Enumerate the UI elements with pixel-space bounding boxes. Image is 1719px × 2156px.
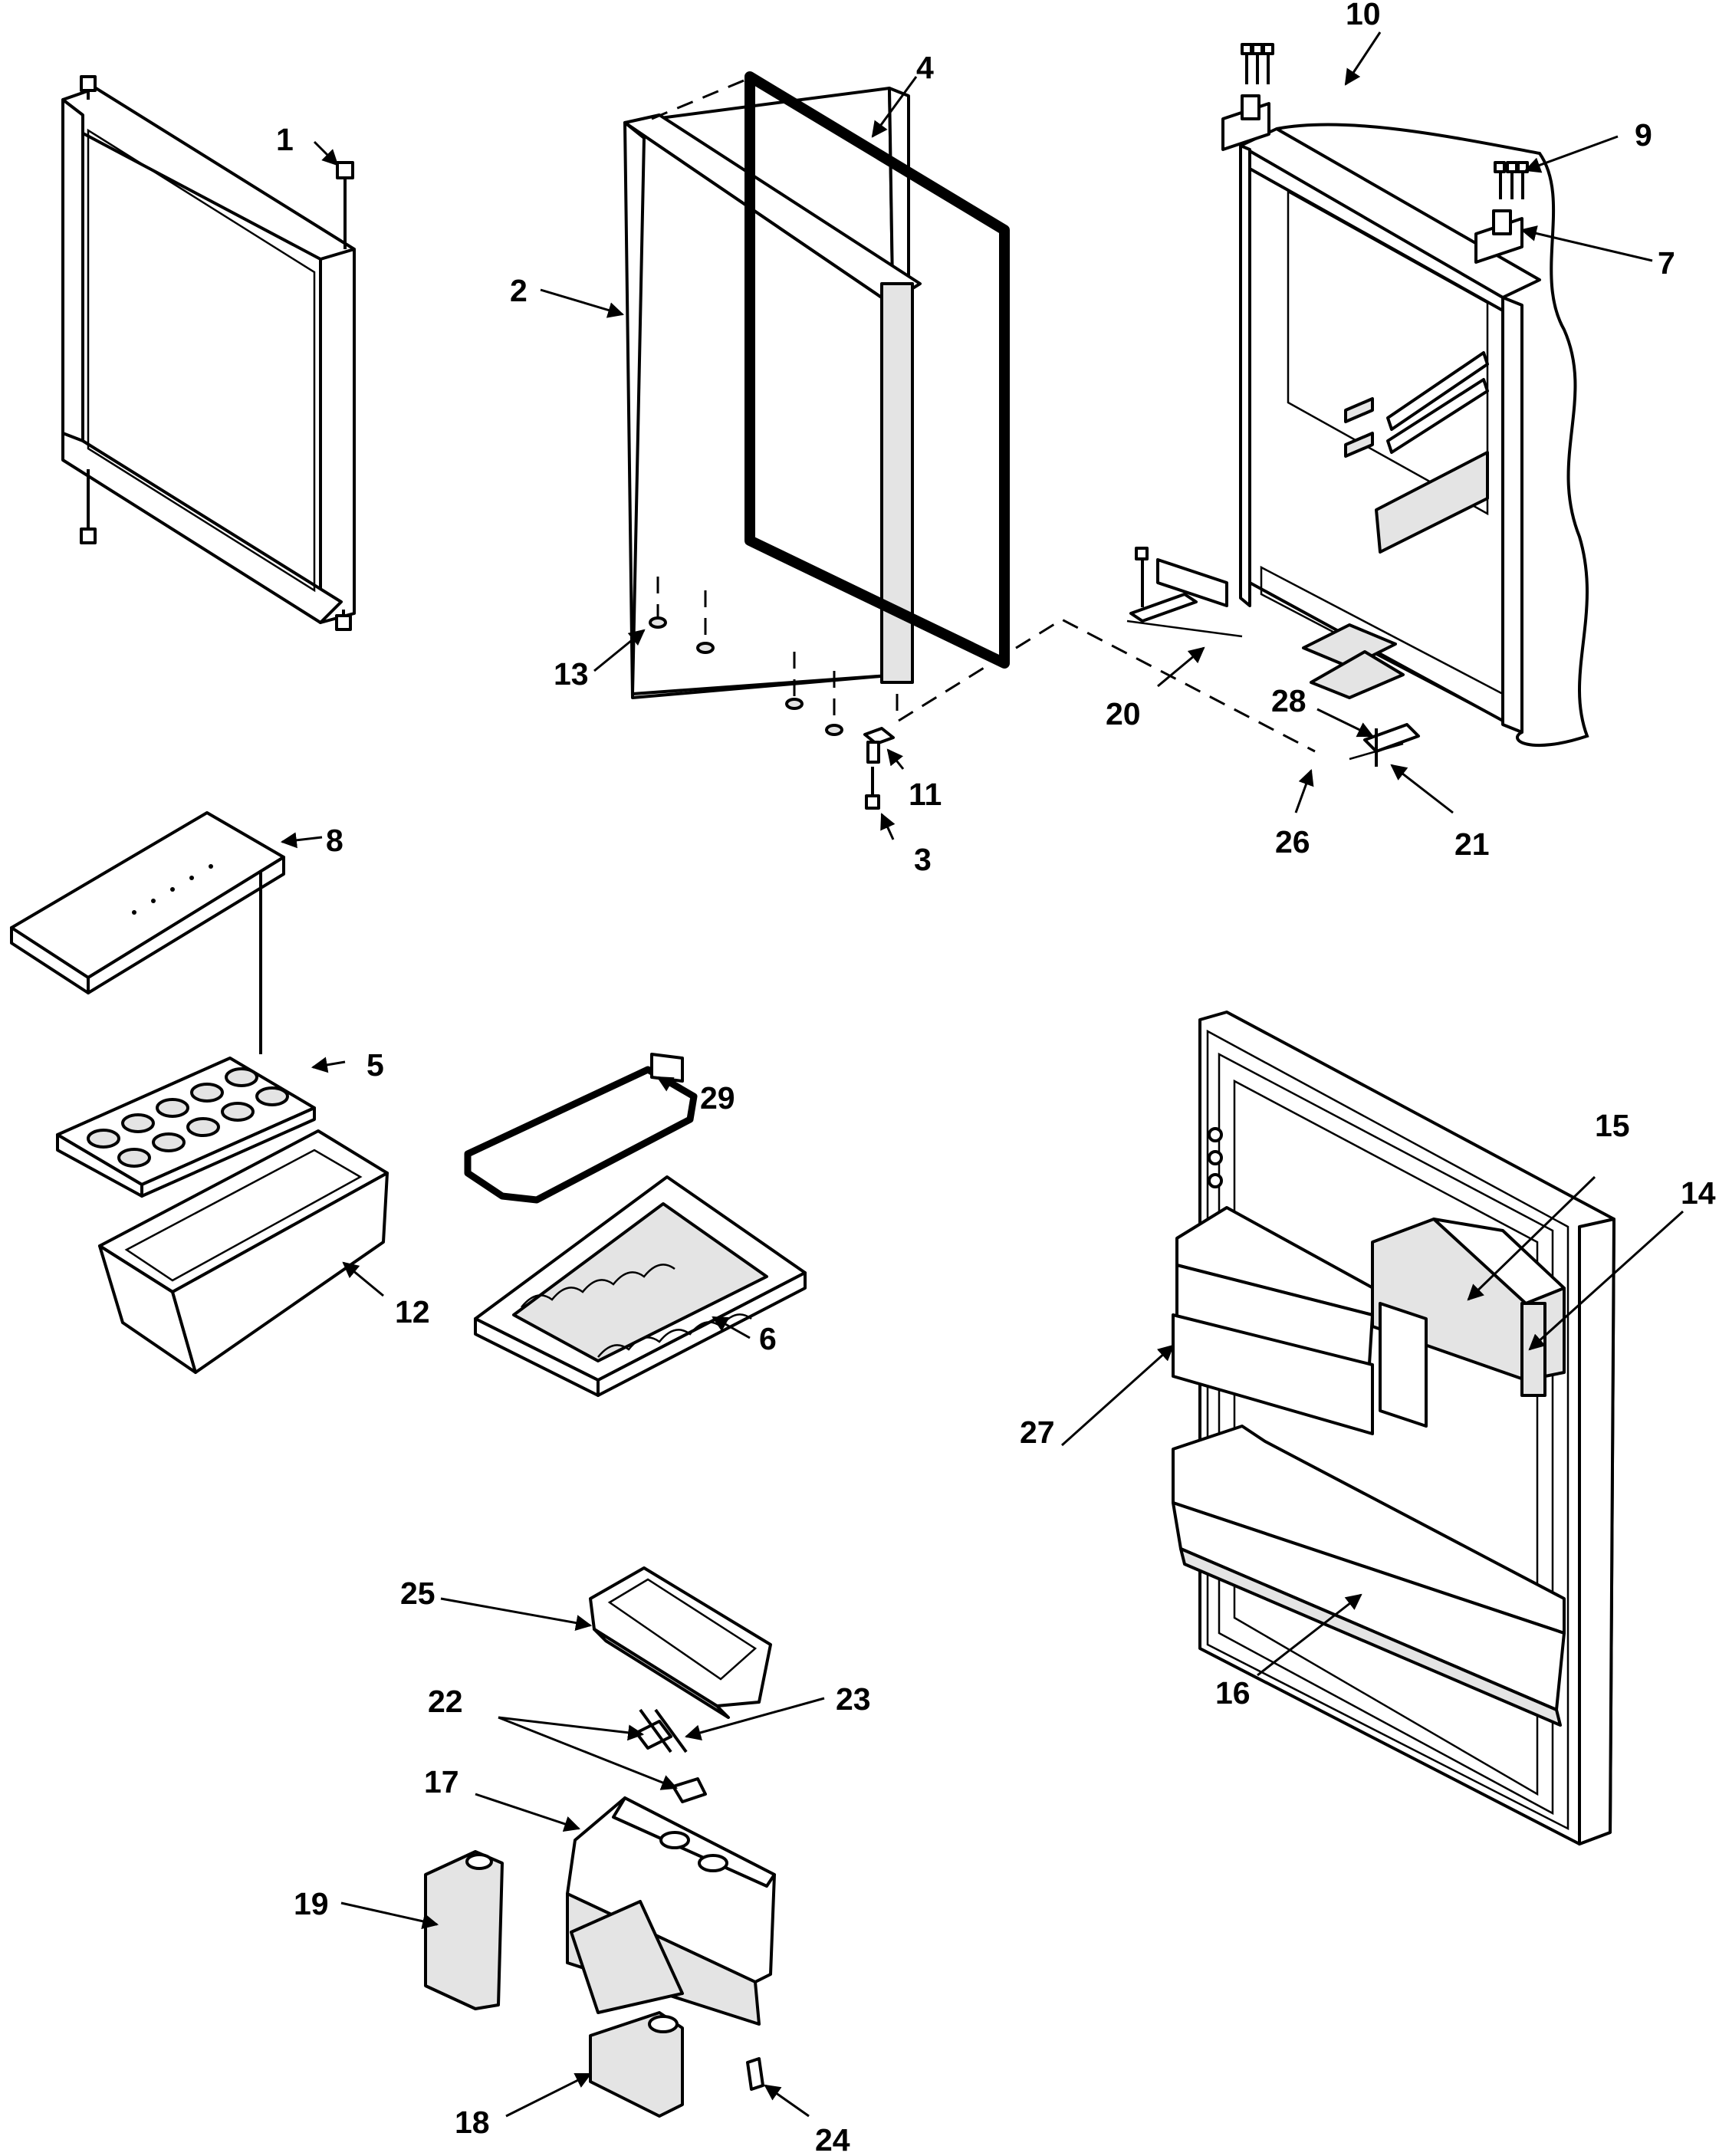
callout-10: 10 [1346, 0, 1381, 31]
leader-7 [1520, 225, 1653, 262]
door-bar-part [464, 1053, 698, 1204]
callout-11: 11 [909, 777, 942, 812]
dairy-hinge-part [1520, 1302, 1546, 1397]
frame-screw-bottom-left [80, 469, 97, 544]
leader-1 [313, 140, 339, 166]
shelf-cover-part [10, 811, 285, 1054]
egg-shelf-part [474, 1175, 807, 1397]
callout-3: 3 [914, 842, 932, 877]
leader-22b [498, 1716, 678, 1790]
callout-14: 14 [1681, 1175, 1716, 1211]
leader-12 [342, 1261, 384, 1297]
leader-18 [505, 2072, 592, 2118]
door-hinge-bottom [863, 727, 895, 810]
leader-2 [540, 288, 625, 318]
door-bin-bottom [1172, 1425, 1566, 1727]
door-panel-part [623, 77, 922, 721]
callout-29: 29 [700, 1080, 735, 1116]
leader-20 [1157, 646, 1205, 688]
leader-23 [684, 1697, 825, 1741]
callout-20: 20 [1106, 696, 1141, 731]
leader-4 [871, 76, 918, 138]
leader-29 [656, 1076, 692, 1098]
callout-23: 23 [836, 1681, 871, 1717]
callout-28: 28 [1271, 683, 1307, 718]
callout-17: 17 [424, 1764, 459, 1799]
dispenser-housing-part [566, 1796, 776, 2026]
door-frame-part [61, 75, 356, 631]
callout-8: 8 [326, 823, 343, 858]
leader-17 [475, 1793, 580, 1832]
dispenser-front-cover [424, 1850, 504, 2010]
dispenser-clip-part [746, 2057, 764, 2091]
bottom-hinge-brackets [1126, 547, 1420, 767]
door-assembly-part [1172, 1011, 1615, 1845]
door-shelf-upper [1175, 1206, 1382, 1378]
leader-6 [712, 1316, 751, 1339]
door-bumpers [649, 577, 843, 736]
leader-21 [1390, 764, 1454, 814]
callout-4: 4 [916, 50, 934, 85]
frame-screw-part-1 [336, 161, 354, 249]
leader-8 [280, 832, 323, 849]
leader-14 [1528, 1210, 1684, 1351]
callout-26: 26 [1275, 824, 1310, 859]
callout-24: 24 [815, 2122, 850, 2156]
frame-screw-bottom-right [335, 610, 352, 631]
leader-28 [1316, 708, 1374, 738]
callout-21: 21 [1454, 827, 1490, 862]
callout-5: 5 [366, 1047, 384, 1083]
leader-24 [764, 2084, 810, 2118]
callout-22: 22 [428, 1684, 463, 1719]
callout-1: 1 [276, 122, 294, 157]
leader-13 [593, 629, 646, 672]
callout-19: 19 [294, 1886, 329, 1921]
callout-27: 27 [1020, 1415, 1055, 1450]
door-gasket-part [744, 71, 1010, 669]
leader-25 [440, 1597, 593, 1631]
leader-10 [1344, 31, 1382, 86]
egg-tray-part [56, 1057, 316, 1198]
leader-27 [1060, 1344, 1175, 1447]
leader-26 [1294, 769, 1314, 813]
dispenser-lower-cover [589, 2011, 684, 2118]
callout-25: 25 [400, 1576, 436, 1611]
callout-labels: 1 2 3 4 5 6 7 8 9 10 11 12 13 14 15 16 1… [276, 0, 1716, 2156]
callout-12: 12 [395, 1294, 430, 1329]
frame-screw-top [80, 75, 97, 100]
storage-bin-part [98, 1129, 389, 1374]
leader-19 [340, 1901, 439, 1930]
callout-2: 2 [510, 273, 528, 308]
callout-13: 13 [554, 656, 589, 692]
leader-11 [886, 748, 905, 770]
callout-15: 15 [1595, 1108, 1630, 1143]
leader-3 [880, 813, 896, 840]
leader-5 [311, 1057, 346, 1073]
callout-18: 18 [455, 2105, 490, 2140]
door-hinge-holes [1208, 1127, 1223, 1188]
cabinet-shelf-rails [1344, 351, 1489, 458]
callout-9: 9 [1635, 117, 1652, 153]
leader-9 [1524, 135, 1619, 173]
callout-leaders [280, 31, 1684, 2118]
lever-parts [635, 1708, 707, 1803]
callout-16: 16 [1215, 1675, 1251, 1711]
callout-7: 7 [1658, 245, 1675, 281]
top-hinges [1221, 43, 1529, 264]
leader-22a [498, 1716, 645, 1741]
leader-15 [1467, 1175, 1596, 1301]
dispenser-bin-part [589, 1566, 772, 1719]
cabinet-part [1239, 123, 1589, 748]
leader-16 [1257, 1593, 1362, 1677]
callout-6: 6 [759, 1321, 777, 1356]
